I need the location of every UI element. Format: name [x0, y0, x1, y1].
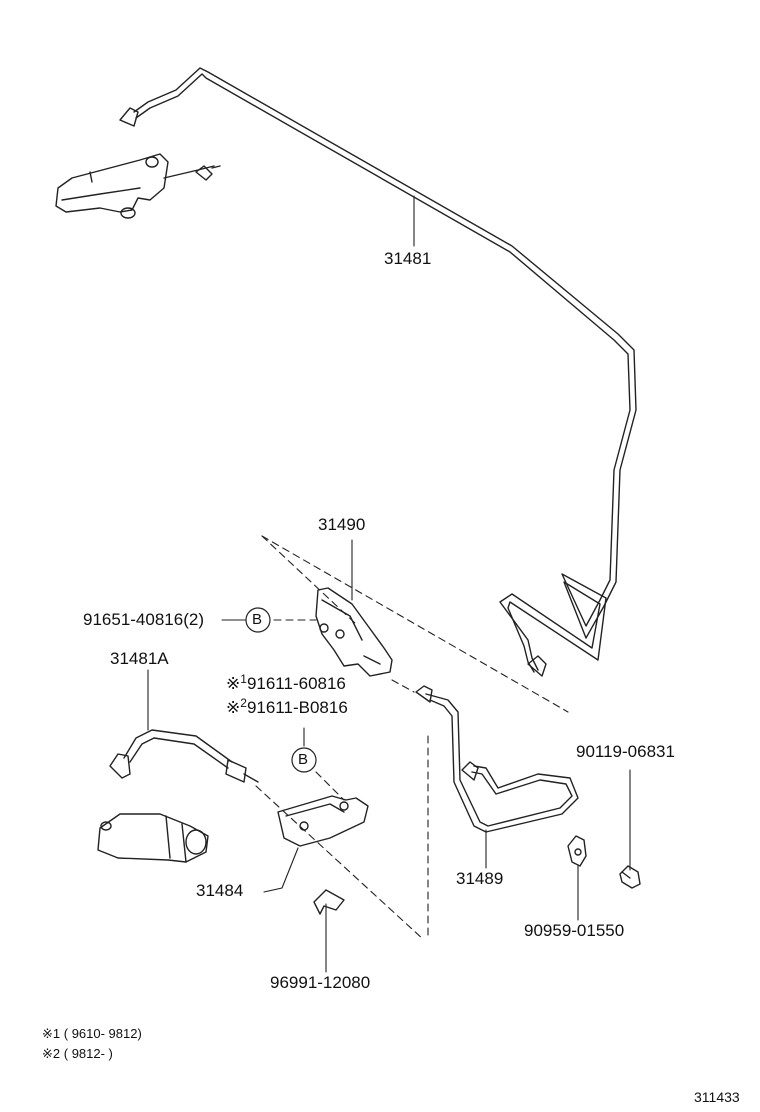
label-31481A: 31481A: [110, 649, 169, 668]
label-90959-01550: 90959-01550: [524, 921, 625, 940]
note-1-range: ( 9610- 9812): [63, 1026, 142, 1041]
label-31490: 31490: [318, 515, 366, 534]
note-1-mark: ※1: [42, 1026, 61, 1041]
callout-b-upper: B: [252, 611, 263, 628]
alt2-num: 2: [240, 696, 247, 710]
label-90119-06831: 90119-06831: [576, 742, 675, 761]
pipe-31489: [415, 685, 579, 833]
projection-lines: [255, 535, 569, 941]
label-96991-12080: 96991-12080: [270, 973, 371, 992]
bracket-31484: [277, 795, 369, 847]
pipe-31481: [119, 67, 637, 677]
alt1-part: 91611-60816: [246, 674, 346, 693]
release-cylinder-lower: [97, 813, 209, 863]
callout-b-lower: B: [298, 751, 309, 768]
master-cylinder-upper: [55, 153, 221, 219]
callout-circles: [245, 607, 317, 773]
note-2-range: ( 9812- ): [63, 1046, 113, 1061]
alt1-num: 1: [240, 672, 247, 686]
label-31489: 31489: [456, 869, 504, 888]
alt2-mark: ※: [226, 698, 241, 717]
note-2-mark: ※2: [42, 1046, 61, 1061]
label-91611-60816: ※191611-60816: [226, 673, 346, 692]
bolt-90119: [619, 865, 641, 889]
hose-31481A: [109, 729, 259, 783]
label-31481: 31481: [384, 249, 432, 268]
alt2-part: 91611-B0816: [246, 698, 348, 717]
clip-90959: [567, 835, 587, 867]
alt1-mark: ※: [226, 674, 241, 693]
leader-lines: [147, 195, 631, 973]
label-31484: 31484: [196, 881, 244, 900]
note-1: ※1 ( 9610- 9812): [42, 1026, 142, 1042]
figure-id: 311433: [694, 1089, 740, 1105]
bracket-31490: [315, 587, 393, 677]
label-91611-B0816: ※291611-B0816: [226, 697, 348, 716]
note-2: ※2 ( 9812- ): [42, 1046, 113, 1062]
clip-96991: [313, 889, 345, 915]
label-91651-40816: 91651-40816(2): [83, 610, 204, 629]
